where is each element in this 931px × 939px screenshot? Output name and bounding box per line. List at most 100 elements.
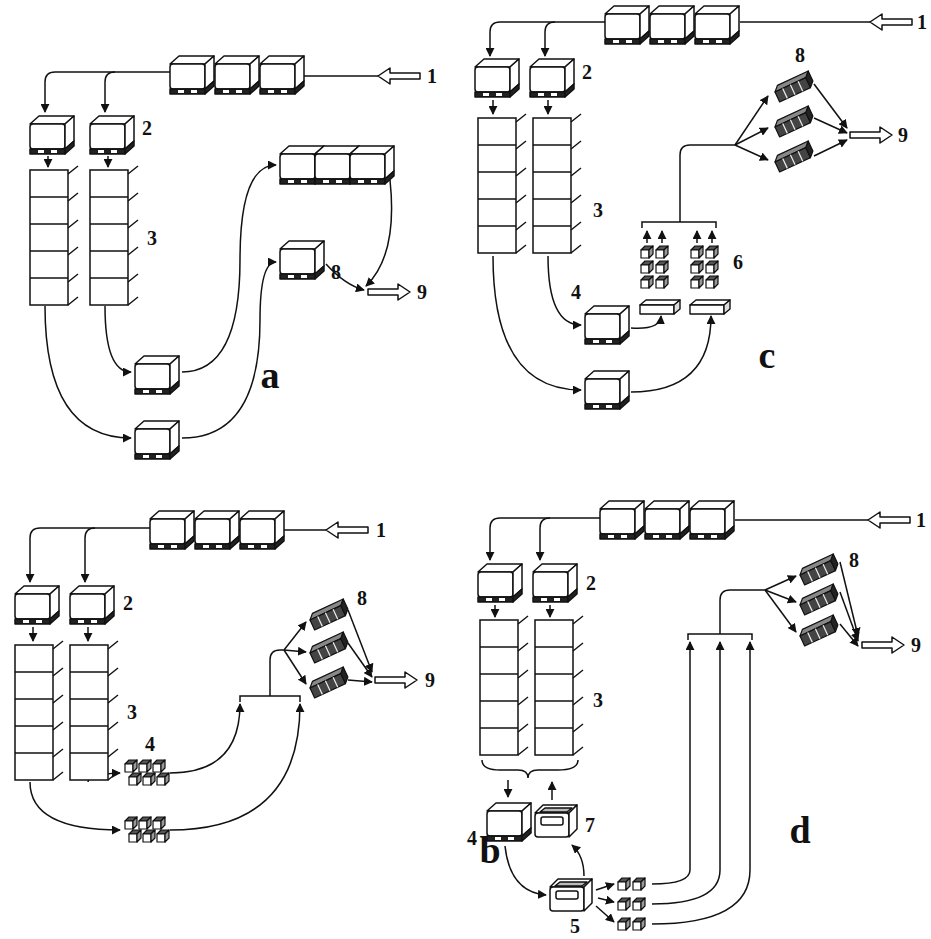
flow-line [740, 21, 870, 23]
flow-arrow [631, 316, 661, 328]
pallet-load [240, 511, 284, 549]
pallet-load [150, 511, 194, 549]
carton-stack [798, 584, 840, 615]
flow-arrow [548, 256, 581, 325]
pallet-load [90, 116, 134, 154]
panel-letter: c [759, 336, 776, 374]
input-arrow [868, 512, 910, 528]
pallet-load [280, 241, 324, 279]
callout-number: 4 [571, 282, 581, 302]
flow-arrow [840, 592, 858, 641]
bracket [642, 222, 716, 228]
storage-rack [533, 114, 581, 253]
flow-arrow [493, 256, 581, 390]
carton-stack [308, 632, 350, 663]
flow-arrow [505, 846, 546, 895]
callout-number: 7 [585, 815, 595, 835]
carton-stack [773, 141, 815, 172]
carton-stack [798, 615, 840, 646]
flat-package [690, 300, 730, 314]
pallet-load [585, 306, 629, 344]
panel-letter: d [789, 811, 810, 849]
flow-arrow [735, 96, 768, 145]
storage-rack [90, 166, 138, 305]
carton [706, 261, 718, 273]
carton [641, 246, 653, 258]
flow-arrow [540, 518, 550, 560]
storage-rack [480, 616, 528, 755]
carton [618, 898, 630, 910]
output-arrow [368, 284, 410, 300]
flow-arrow [661, 231, 663, 243]
carton [633, 918, 645, 930]
flat-package [640, 300, 680, 314]
flow-arrow [547, 100, 549, 114]
pallet-load [350, 146, 394, 184]
panel-b-pictures [15, 511, 417, 842]
pallet-load [135, 356, 179, 394]
callout-number: 1 [916, 510, 926, 530]
callout-number: 8 [331, 262, 341, 282]
callout-number: 9 [425, 670, 435, 690]
pallet-load [215, 56, 259, 94]
callout-number: 9 [417, 282, 427, 302]
carton-stack [308, 667, 350, 698]
flow-arrow [348, 643, 372, 677]
flow-arrow [105, 306, 131, 372]
storage-rack [70, 641, 118, 780]
flow-arrow [549, 605, 551, 617]
pallet-load [260, 56, 304, 94]
picking-bin [550, 879, 592, 911]
flow-arrow [87, 627, 89, 641]
storage-rack [478, 114, 526, 253]
panel-d-pictures [478, 501, 910, 930]
carton [641, 276, 653, 288]
carton [656, 261, 668, 273]
input-arrow [870, 14, 912, 30]
storage-rack [15, 641, 63, 780]
pallet-load [475, 59, 519, 97]
carton [691, 261, 703, 273]
carton-stack [773, 71, 815, 102]
callout-number: 3 [147, 228, 157, 248]
flow-arrow [596, 884, 614, 890]
flow-arrow [598, 898, 614, 902]
flow-arrow [735, 128, 768, 145]
carton-group [125, 817, 169, 842]
bracket [688, 634, 752, 640]
flow-arrow [646, 231, 648, 243]
pallet-load [170, 56, 214, 94]
pallet-load [585, 371, 629, 409]
carton-stack [308, 599, 350, 630]
callout-number: 1 [427, 66, 437, 86]
flow-arrow [652, 642, 720, 904]
flow-line [270, 650, 284, 696]
flow-arrow [652, 642, 750, 924]
callout-number: 8 [849, 550, 859, 570]
pallet-load [605, 6, 649, 44]
flow-arrow [107, 156, 109, 167]
pallet-load [530, 59, 574, 97]
flow-arrow [696, 231, 698, 243]
callout-number: 8 [357, 588, 367, 608]
flow-arrow [765, 576, 796, 590]
flow-arrow [814, 118, 847, 133]
pallet-load [695, 6, 739, 44]
storage-rack [535, 616, 583, 755]
callout-number: 2 [586, 573, 596, 593]
flow-arrow [366, 180, 392, 286]
callout-number: 3 [127, 702, 137, 722]
pallet-load [135, 421, 179, 459]
callout-number: 6 [733, 252, 743, 272]
flow-arrow [840, 624, 858, 646]
pallet-load [30, 116, 74, 154]
pallet-load [70, 586, 114, 624]
input-arrow [378, 68, 420, 84]
callout-number: 2 [142, 118, 152, 138]
flow-arrow [765, 590, 796, 632]
callout-number: 8 [795, 45, 805, 65]
carton [656, 276, 668, 288]
flow-arrow [85, 528, 95, 582]
picking-bin [535, 805, 577, 837]
